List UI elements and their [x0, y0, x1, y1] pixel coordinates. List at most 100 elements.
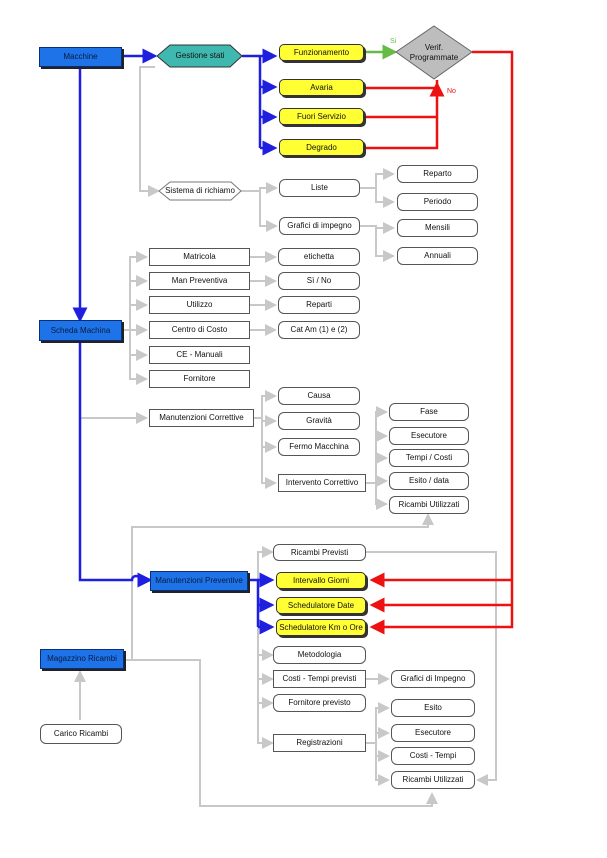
- fermo-macchina-node: Fermo Macchina: [278, 438, 360, 456]
- registrazioni-label: Registrazioni: [296, 738, 343, 747]
- costi-tempi-previsti-label: Costi - Tempi previsti: [282, 674, 357, 683]
- reparto-label: Reparto: [423, 169, 452, 178]
- schedulatore-km-ore-node: Schedulatore Km o Ore: [276, 619, 366, 636]
- centro-costo-label: Centro di Costo: [171, 325, 228, 334]
- intervento-correttivo-node: Intervento Correttivo: [278, 474, 366, 492]
- costi-tempi-previsti-node: Costi - Tempi previsti: [273, 670, 366, 688]
- sistema-richiamo-node: Sistema di richiamo: [160, 182, 240, 200]
- annuali-label: Annuali: [424, 251, 451, 260]
- si-no-label: Sì / No: [306, 276, 332, 285]
- schedulatore-km-ore-label: Schedulatore Km o Ore: [279, 622, 363, 632]
- etichetta-label: etichetta: [303, 252, 335, 261]
- funzionamento-node: Funzionamento: [279, 44, 364, 61]
- gravita-label: Gravità: [306, 416, 332, 425]
- liste-label: Liste: [311, 183, 328, 192]
- esito-label: Esito: [424, 703, 442, 712]
- fornitore-previsto-label: Fornitore previsto: [288, 698, 351, 707]
- intervallo-giorni-node: Intervallo Giorni: [276, 572, 366, 589]
- fermo-macchina-label: Fermo Macchina: [289, 442, 349, 451]
- manutenzioni-preventive-label: Manutenzioni Preventive: [155, 576, 243, 585]
- grafici-impegno-top-node: Grafici di impegno: [279, 217, 360, 235]
- schedulatore-date-label: Schedulatore Date: [287, 600, 355, 610]
- periodo-label: Periodo: [423, 197, 452, 206]
- mensili-label: Mensili: [425, 223, 450, 232]
- avaria-node: Avaria: [279, 79, 364, 96]
- verif-programmate-node: Verif. Programmate: [400, 38, 468, 68]
- funzionamento-label: Funzionamento: [293, 47, 350, 57]
- mensili-node: Mensili: [397, 219, 478, 237]
- scheda-machina-label: Scheda Machina: [50, 325, 111, 335]
- fornitore-node: Fornitore: [149, 370, 250, 388]
- tempi-costi-node: Tempi / Costi: [389, 449, 469, 467]
- manutenzioni-correttive-node: Manutenzioni Correttive: [149, 409, 254, 427]
- sistema-richiamo-shape: [158, 181, 242, 201]
- utilizzo-node: Utilizzo: [149, 296, 250, 314]
- fase-label: Fase: [420, 407, 438, 416]
- scheda-machina-node: Scheda Machina: [39, 320, 122, 341]
- grafici-impegno-bottom-label: Grafici di Impegno: [400, 674, 466, 683]
- gestione-stati-node: Gestione stati: [160, 45, 240, 67]
- metodologia-node: Metodologia: [273, 646, 366, 664]
- ricambi-previsti-node: Ricambi Previsti: [273, 544, 366, 561]
- annuali-node: Annuali: [397, 247, 478, 265]
- magazzino-ricambi-label: Magazzino Ricambi: [47, 654, 117, 663]
- ce-manuali-label: CE - Manuali: [176, 350, 223, 359]
- utilizzo-label: Utilizzo: [186, 300, 213, 309]
- periodo-node: Periodo: [397, 193, 478, 211]
- esecutore-bottom-label: Esecutore: [414, 728, 452, 737]
- cat-am-node: Cat Am (1) e (2): [278, 321, 360, 339]
- gestione-stati-label: Gestione stati: [175, 51, 225, 60]
- carico-ricambi-label: Carico Ricambi: [53, 729, 109, 738]
- cat-am-label: Cat Am (1) e (2): [290, 325, 348, 334]
- centro-costo-node: Centro di Costo: [149, 321, 250, 339]
- liste-node: Liste: [279, 179, 360, 197]
- ricambi-utilizzati-top-label: Ricambi Utilizzati: [398, 500, 460, 509]
- esito-node: Esito: [391, 699, 475, 717]
- manutenzioni-preventive-node: Manutenzioni Preventive: [150, 571, 248, 591]
- verif-programmate-line1: Verif.: [424, 43, 444, 52]
- degrado-label: Degrado: [306, 142, 337, 152]
- schedulatore-date-node: Schedulatore Date: [276, 597, 366, 614]
- sistema-richiamo-label: Sistema di richiamo: [165, 186, 235, 195]
- intervallo-giorni-label: Intervallo Giorni: [292, 575, 350, 585]
- carico-ricambi-node: Carico Ricambi: [40, 724, 122, 744]
- fase-node: Fase: [389, 403, 469, 421]
- ce-manuali-node: CE - Manuali: [149, 346, 250, 364]
- man-preventiva-label: Man Preventiva: [171, 276, 228, 285]
- no-branch-label: No: [447, 88, 456, 95]
- costi-tempi-node: Costi - Tempi: [391, 747, 475, 765]
- gravita-node: Gravità: [278, 412, 360, 430]
- fuori-servizio-label: Fuori Servizio: [297, 111, 346, 121]
- etichetta-node: etichetta: [278, 248, 360, 266]
- magazzino-ricambi-node: Magazzino Ricambi: [40, 649, 124, 669]
- grafici-impegno-top-label: Grafici di impegno: [287, 221, 352, 230]
- causa-label: Causa: [307, 391, 331, 400]
- ricambi-utilizzati-bottom-label: Ricambi Utilizzati: [402, 775, 464, 784]
- grafici-impegno-bottom-node: Grafici di Impegno: [391, 670, 475, 688]
- esecutore-top-node: Esecutore: [389, 427, 469, 445]
- esito-data-label: Esito / data: [408, 476, 450, 485]
- costi-tempi-label: Costi - Tempi: [409, 751, 457, 760]
- si-branch-label: Si: [390, 38, 397, 45]
- degrado-node: Degrado: [279, 139, 364, 156]
- fornitore-previsto-node: Fornitore previsto: [273, 694, 366, 712]
- fornitore-label: Fornitore: [183, 374, 216, 383]
- gestione-stati-shape: [156, 44, 243, 68]
- verif-programmate-shape: [395, 25, 473, 80]
- esecutore-bottom-node: Esecutore: [391, 724, 475, 742]
- manutenzioni-correttive-label: Manutenzioni Correttive: [159, 413, 244, 422]
- intervento-correttivo-label: Intervento Correttivo: [285, 478, 359, 487]
- reparto-node: Reparto: [397, 165, 478, 183]
- registrazioni-node: Registrazioni: [273, 734, 366, 752]
- reparti-node: Reparti: [278, 296, 360, 314]
- verif-programmate-line2: Programmate: [409, 53, 459, 62]
- macchine-node: Macchine: [39, 47, 122, 67]
- metodologia-label: Metodologia: [297, 650, 342, 659]
- avaria-label: Avaria: [310, 82, 333, 92]
- si-no-node: Sì / No: [278, 272, 360, 290]
- macchine-label: Macchine: [63, 52, 98, 61]
- reparti-label: Reparti: [306, 300, 332, 309]
- tempi-costi-label: Tempi / Costi: [405, 453, 453, 462]
- matricola-node: Matricola: [149, 248, 250, 266]
